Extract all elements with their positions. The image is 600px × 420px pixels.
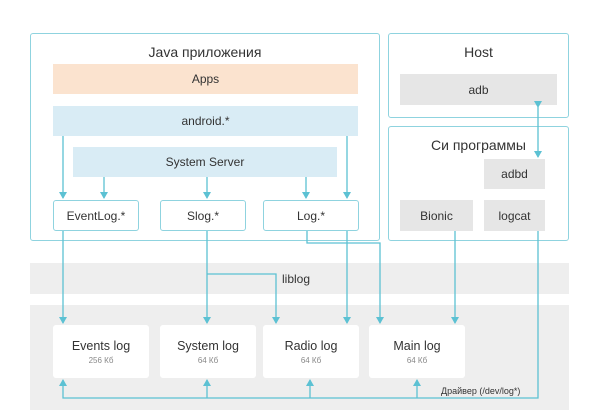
liblog-band: [30, 263, 569, 294]
main-log-buffer: Main log 64 Кб: [369, 325, 465, 378]
adbd-box: adbd: [484, 159, 545, 189]
main-log-name: Main log: [393, 339, 441, 353]
log-module: Log.*: [263, 200, 359, 231]
radio-log-buffer: Radio log 64 Кб: [263, 325, 359, 378]
arrow-slog-to-radio: [207, 273, 280, 324]
radio-log-name: Radio log: [284, 339, 338, 353]
eventlog-module: EventLog.*: [53, 200, 139, 231]
events-log-size: 256 Кб: [88, 356, 114, 365]
system-log-buffer: System log 64 Кб: [160, 325, 256, 378]
driver-label: Драйвер (/dev/log*): [438, 386, 524, 396]
system-log-name: System log: [177, 339, 239, 353]
events-log-buffer: Events log 256 Кб: [53, 325, 149, 378]
system-server-layer: System Server: [73, 147, 337, 177]
adb-box: adb: [400, 74, 557, 105]
bionic-box: Bionic: [400, 200, 473, 231]
logcat-box: logcat: [484, 200, 545, 231]
liblog-label: liblog: [282, 272, 311, 286]
arrow-log-to-main: [306, 231, 384, 324]
android-framework-layer: android.*: [53, 106, 358, 136]
arrow-logcat-driver: [59, 231, 539, 399]
main-log-size: 64 Кб: [406, 356, 428, 365]
slog-module: Slog.*: [160, 200, 246, 231]
java-apps-title: Java приложения: [148, 44, 262, 60]
host-title: Host: [464, 44, 493, 60]
native-programs-title: Си программы: [431, 137, 526, 153]
radio-log-size: 64 Кб: [300, 356, 322, 365]
apps-layer: Apps: [53, 64, 358, 94]
system-log-size: 64 Кб: [197, 356, 219, 365]
events-log-name: Events log: [71, 339, 131, 353]
